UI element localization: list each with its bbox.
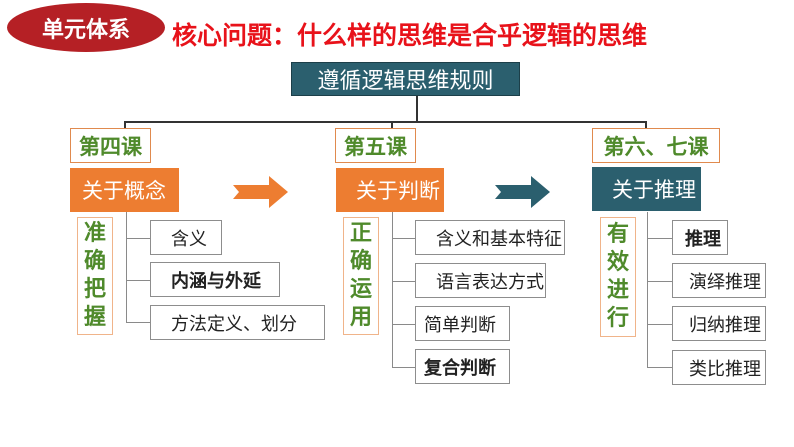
tree-branch — [126, 280, 150, 281]
tree-line — [126, 212, 127, 323]
list-item: 内涵与外延 — [150, 262, 280, 297]
list-item: 演绎推理 — [672, 263, 766, 298]
tree-branch — [647, 281, 672, 282]
branch-line — [124, 121, 646, 123]
lesson-label: 第五课 — [335, 128, 416, 163]
tree-line — [392, 212, 393, 367]
verb-char: 握 — [83, 305, 106, 330]
tree-branch — [392, 238, 415, 239]
branch-drop — [391, 121, 393, 129]
tree-branch — [647, 367, 672, 368]
tree-branch — [647, 238, 672, 239]
branch-drop — [124, 121, 126, 129]
arrow-right-icon — [233, 176, 288, 208]
topic-box: 关于推理 — [592, 167, 701, 211]
tree-branch — [392, 367, 415, 368]
list-item: 复合判断 — [415, 349, 510, 384]
topic-box: 关于判断 — [336, 168, 444, 212]
tree-branch — [392, 281, 415, 282]
lesson-label: 第六、七课 — [592, 128, 720, 163]
list-item: 含义和基本特征 — [415, 220, 565, 255]
verb-char: 确 — [83, 249, 106, 274]
tree-branch — [126, 238, 150, 239]
list-item: 推理 — [672, 220, 728, 255]
root-connector — [416, 96, 418, 121]
verb-char: 确 — [349, 249, 372, 274]
unit-badge: 单元体系 — [7, 3, 165, 52]
vertical-label: 准确把握 — [77, 217, 113, 335]
verb-char: 准 — [83, 221, 106, 246]
vertical-label: 有效进行 — [600, 217, 636, 337]
verb-char: 效 — [606, 250, 629, 275]
tree-branch — [392, 324, 415, 325]
tree-branch — [647, 324, 672, 325]
verb-char: 正 — [349, 221, 372, 246]
verb-char: 把 — [83, 277, 106, 302]
verb-char: 运 — [349, 277, 372, 302]
tree-line — [647, 212, 648, 367]
list-item: 方法定义、划分 — [150, 305, 325, 340]
page-title: 核心问题：什么样的思维是合乎逻辑的思维 — [172, 21, 648, 50]
verb-char: 用 — [349, 305, 372, 330]
list-item: 简单判断 — [415, 306, 510, 341]
root-node: 遵循逻辑思维规则 — [291, 62, 520, 96]
lesson-label: 第四课 — [70, 128, 151, 163]
badge-label: 单元体系 — [41, 17, 130, 43]
list-item: 含义 — [150, 220, 222, 255]
branch-drop — [645, 121, 647, 129]
verb-char: 进 — [606, 278, 629, 303]
arrow-right-icon — [495, 176, 550, 208]
tree-branch — [126, 322, 150, 323]
list-item: 语言表达方式 — [415, 263, 546, 298]
list-item: 归纳推理 — [672, 306, 766, 341]
verb-char: 行 — [606, 306, 629, 331]
topic-box: 关于概念 — [70, 168, 179, 212]
list-item: 类比推理 — [672, 350, 766, 385]
root-label: 遵循逻辑思维规则 — [317, 69, 494, 94]
vertical-label: 正确运用 — [343, 217, 379, 335]
verb-char: 有 — [606, 222, 629, 247]
